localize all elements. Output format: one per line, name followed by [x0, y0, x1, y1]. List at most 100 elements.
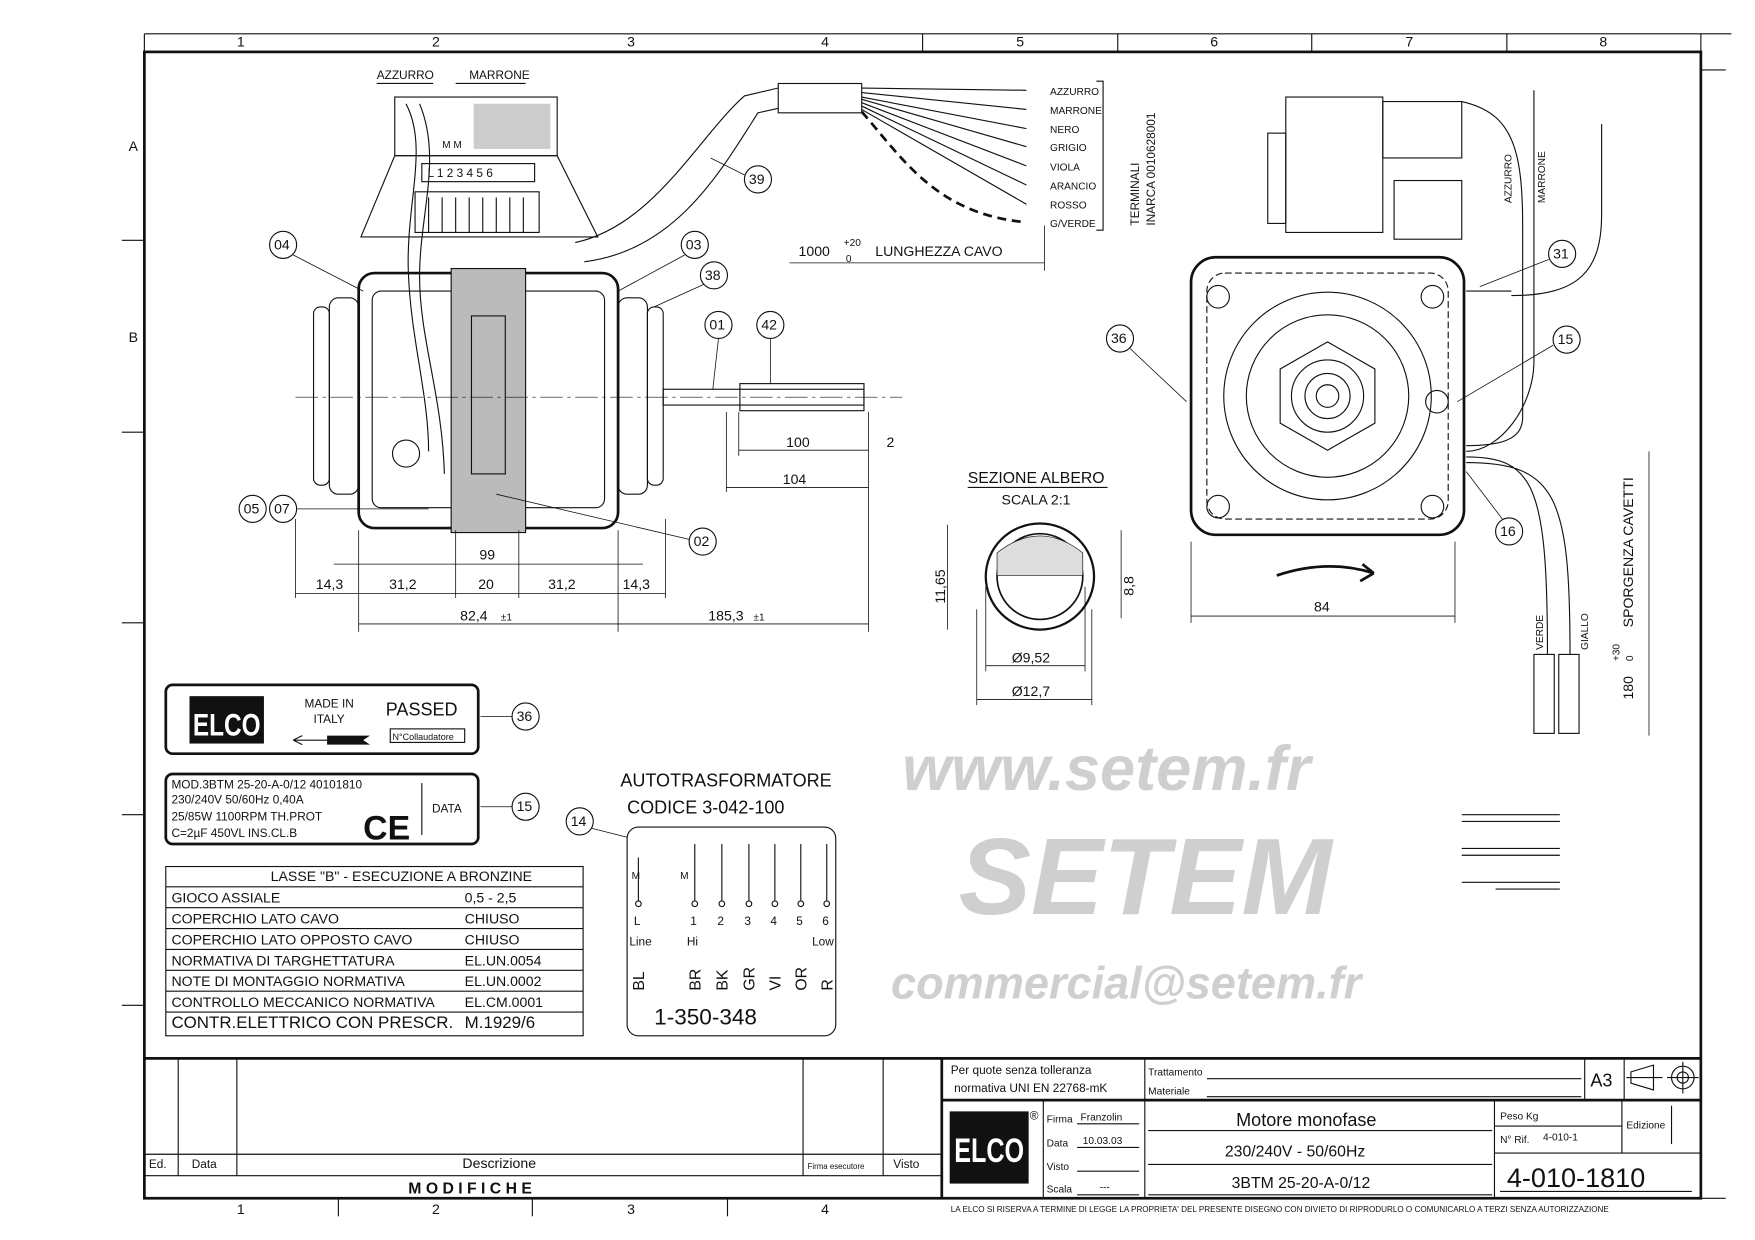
column-number: 7: [1405, 33, 1413, 49]
tolerance-note: Per quote senza tolleranza: [951, 1063, 1092, 1077]
modifiche-label: M O D I F I C H E: [408, 1181, 532, 1198]
wire-color-code: VI: [768, 976, 785, 991]
passed-text: PASSED: [386, 699, 458, 719]
column-number: 1: [237, 33, 245, 49]
column-number: 3: [627, 33, 635, 49]
wire-color-code: R: [819, 979, 836, 990]
made-in: ITALY: [314, 712, 345, 726]
low-label: Low: [812, 935, 834, 949]
spec-name: GIOCO ASSIALE: [171, 890, 280, 906]
logo-text: ELCO: [954, 1132, 1024, 1170]
part-number: 1-350-348: [654, 1004, 757, 1029]
dimension: 2: [887, 434, 895, 450]
motor-side-view: AZZURRO MARRONE M M L 1 2 3 4 5 6 AZZURR…: [295, 68, 1158, 632]
column-number: 2: [432, 33, 440, 49]
dimension: 14,3: [623, 576, 651, 592]
spec-value: EL.CM.0001: [465, 994, 543, 1010]
tap-label: 3: [744, 914, 751, 928]
column-number: 3: [627, 1201, 635, 1217]
watermark: www.setem.fr SETEM commercial@setem.fr: [891, 734, 1364, 1009]
spec-name: NOTE DI MONTAGGIO NORMATIVA: [171, 973, 405, 989]
rif-value: 4-010-1: [1543, 1133, 1578, 1144]
wire-label: MARRONE: [469, 68, 530, 82]
balloon-number: 07: [274, 500, 290, 516]
balloon-number: 03: [686, 236, 702, 252]
balloon: 31: [1479, 239, 1577, 287]
cable-length-label: LUNGHEZZA CAVO: [875, 243, 1002, 259]
column-number: 8: [1599, 33, 1607, 49]
firma-value: Franzolin: [1081, 1112, 1123, 1123]
tap-terminal: [797, 900, 805, 908]
peso-label: Peso Kg: [1500, 1111, 1538, 1122]
firma-label: Firma: [1047, 1115, 1073, 1126]
wire-label: GIALLO: [1580, 613, 1591, 650]
tolerance: 0: [1625, 655, 1636, 661]
balloon-number: 38: [705, 267, 721, 283]
autotransformer-title: AUTOTRASFORMATORE: [620, 770, 831, 790]
wire-color-code: GR: [742, 967, 759, 991]
tolerance-note: normativa UNI EN 22768-mK: [954, 1081, 1107, 1095]
balloon: 14: [565, 807, 628, 838]
row-letter: B: [129, 329, 138, 345]
label-passed: ELCO MADE IN ITALY PASSED N°Collaudatore: [164, 683, 480, 756]
dimension: Ø9,52: [1012, 649, 1051, 665]
wire-label: GRIGIO: [1050, 143, 1087, 154]
watermark-url: www.setem.fr: [902, 734, 1314, 804]
balloon-number: 36: [1111, 330, 1127, 346]
model-code: 3BTM 25-20-A-0/12: [1232, 1175, 1371, 1192]
dimension: 8,8: [1121, 576, 1137, 596]
scala-value: ---: [1100, 1182, 1110, 1193]
dimension: 31,2: [389, 576, 417, 592]
spec-name: NORMATIVA DI TARGHETTATURA: [171, 952, 395, 968]
spec-name: COPERCHIO LATO OPPOSTO CAVO: [171, 931, 412, 947]
shaft-section: SEZIONE ALBERO SCALA 2:1 11,65 8,8 Ø9,52…: [932, 470, 1137, 706]
dimension: 31,2: [548, 576, 576, 592]
elco-logo: ELCO: [189, 696, 264, 744]
drawing-title: Motore monofase: [1236, 1110, 1376, 1130]
tolerance: +20: [844, 238, 862, 249]
tap-terminal: [745, 900, 753, 908]
balloon-number: 01: [709, 316, 725, 332]
autotransformer-diagram: AUTOTRASFORMATORE CODICE 3-042-100 LBL1B…: [620, 770, 836, 1037]
balloon-number: 36: [517, 708, 533, 724]
tap-label: 5: [796, 914, 803, 928]
balloons: 04 03 38 39 01 42 05 07 02 36 31 15 16 3…: [238, 157, 1581, 838]
wire-label: AZZURRO: [1050, 87, 1099, 98]
mm-label: M M: [442, 140, 462, 151]
tap-terminal: [691, 900, 699, 908]
label-line: 25/85W 1100RPM TH.PROT: [171, 809, 322, 823]
tap-label: L: [634, 914, 641, 928]
label-line: 230/240V 50/60Hz 0,40A: [171, 792, 303, 806]
terminal-strip-label: L 1 2 3 4 5 6: [427, 166, 493, 180]
materiale-label: Materiale: [1148, 1086, 1190, 1097]
tap-label: 1: [690, 914, 697, 928]
watermark-email: commercial@setem.fr: [891, 958, 1364, 1009]
tap-terminal: [771, 900, 779, 908]
balloon: 02: [496, 493, 717, 556]
section-title: SEZIONE ALBERO: [968, 470, 1105, 487]
column-number: 4: [821, 1201, 829, 1217]
row-letter: A: [129, 138, 139, 154]
dimension: 185,3: [708, 608, 743, 624]
column-header: Descrizione: [462, 1155, 536, 1171]
column-header: Firma esecutore: [808, 1162, 866, 1171]
logo-text: ELCO: [193, 707, 261, 743]
wire-label: NERO: [1050, 125, 1079, 136]
tolerance: ±1: [753, 613, 765, 624]
scala-label: Scala: [1047, 1185, 1073, 1196]
balloon-number: 39: [749, 171, 765, 187]
balloon-number: 16: [1500, 523, 1516, 539]
balloon: 04: [269, 230, 364, 292]
balloon: 38: [654, 261, 729, 308]
spec-value: 0,5 - 2,5: [465, 890, 517, 906]
tap-terminal: [635, 900, 642, 908]
watermark-brand: SETEM: [959, 816, 1335, 937]
wire-color-code: BL: [631, 971, 648, 991]
spec-name: COPERCHIO LATO CAVO: [171, 911, 339, 927]
wire-color-code: OR: [793, 967, 810, 991]
wire-label: AZZURRO: [377, 68, 434, 82]
